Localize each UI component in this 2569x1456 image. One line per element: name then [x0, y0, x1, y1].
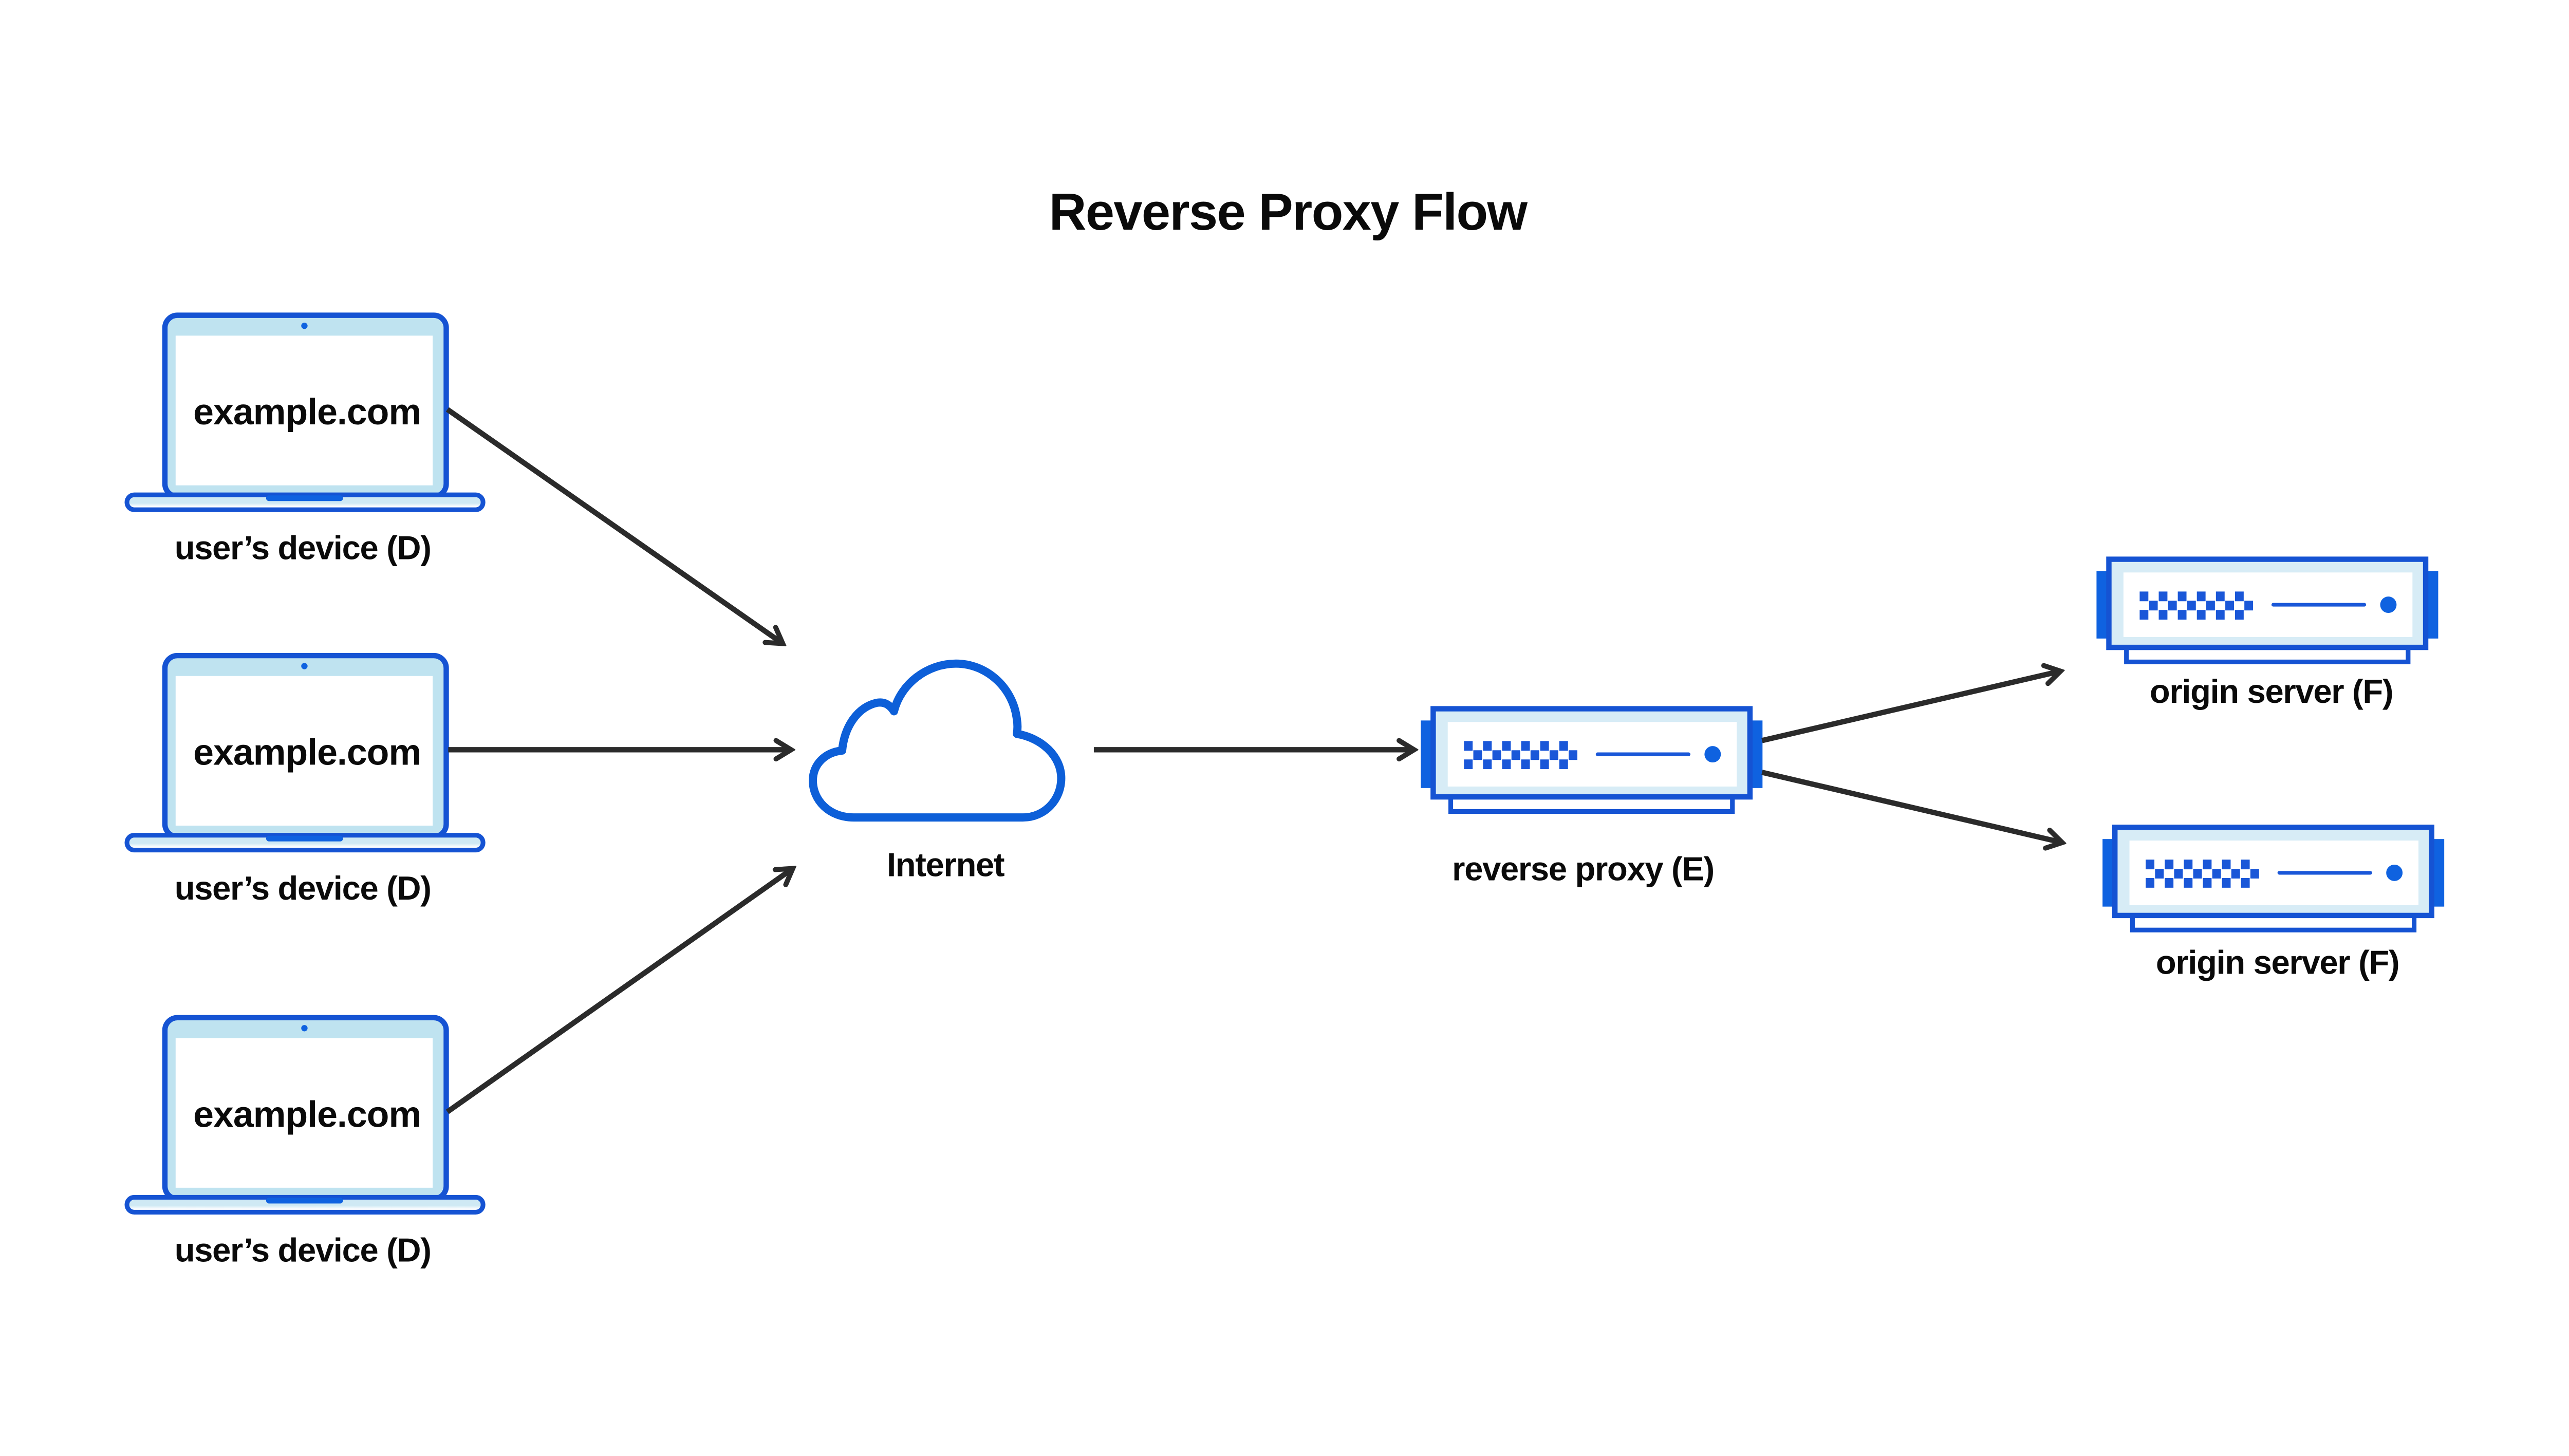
reverse-proxy-node: reverse proxy (E) [1421, 709, 1762, 888]
user-device-1: example.com user’s device (D) [127, 315, 483, 567]
arrow-device3-to-internet [445, 868, 793, 1114]
arrow-device1-to-internet [445, 407, 783, 644]
device-screen-url: example.com [193, 1094, 421, 1135]
arrow-proxy-to-origin1 [1761, 671, 2060, 743]
reverse-proxy-label: reverse proxy (E) [1452, 850, 1714, 888]
origin-server-label: origin server (F) [2156, 944, 2399, 981]
internet-node: Internet [809, 659, 1066, 884]
cloud-icon [809, 659, 1066, 822]
user-device-3: example.com user’s device (D) [127, 1018, 483, 1269]
device-screen-url: example.com [193, 391, 421, 433]
device-label: user’s device (D) [175, 869, 431, 907]
device-screen-url: example.com [193, 732, 421, 773]
origin-server-label: origin server (F) [2150, 673, 2393, 710]
origin-server-2: origin server (F) [2102, 827, 2444, 981]
page-title: Reverse Proxy Flow [1049, 183, 1528, 241]
flow-arrows [445, 407, 2062, 1114]
origin-server-1: origin server (F) [2096, 559, 2438, 710]
arrow-proxy-to-origin2 [1761, 770, 2062, 843]
user-device-2: example.com user’s device (D) [127, 656, 483, 907]
server-icon [1421, 709, 1762, 812]
server-icon [2096, 559, 2438, 662]
internet-label: Internet [887, 846, 1004, 884]
device-label: user’s device (D) [175, 529, 431, 567]
device-label: user’s device (D) [175, 1231, 431, 1269]
server-icon [2102, 827, 2444, 930]
